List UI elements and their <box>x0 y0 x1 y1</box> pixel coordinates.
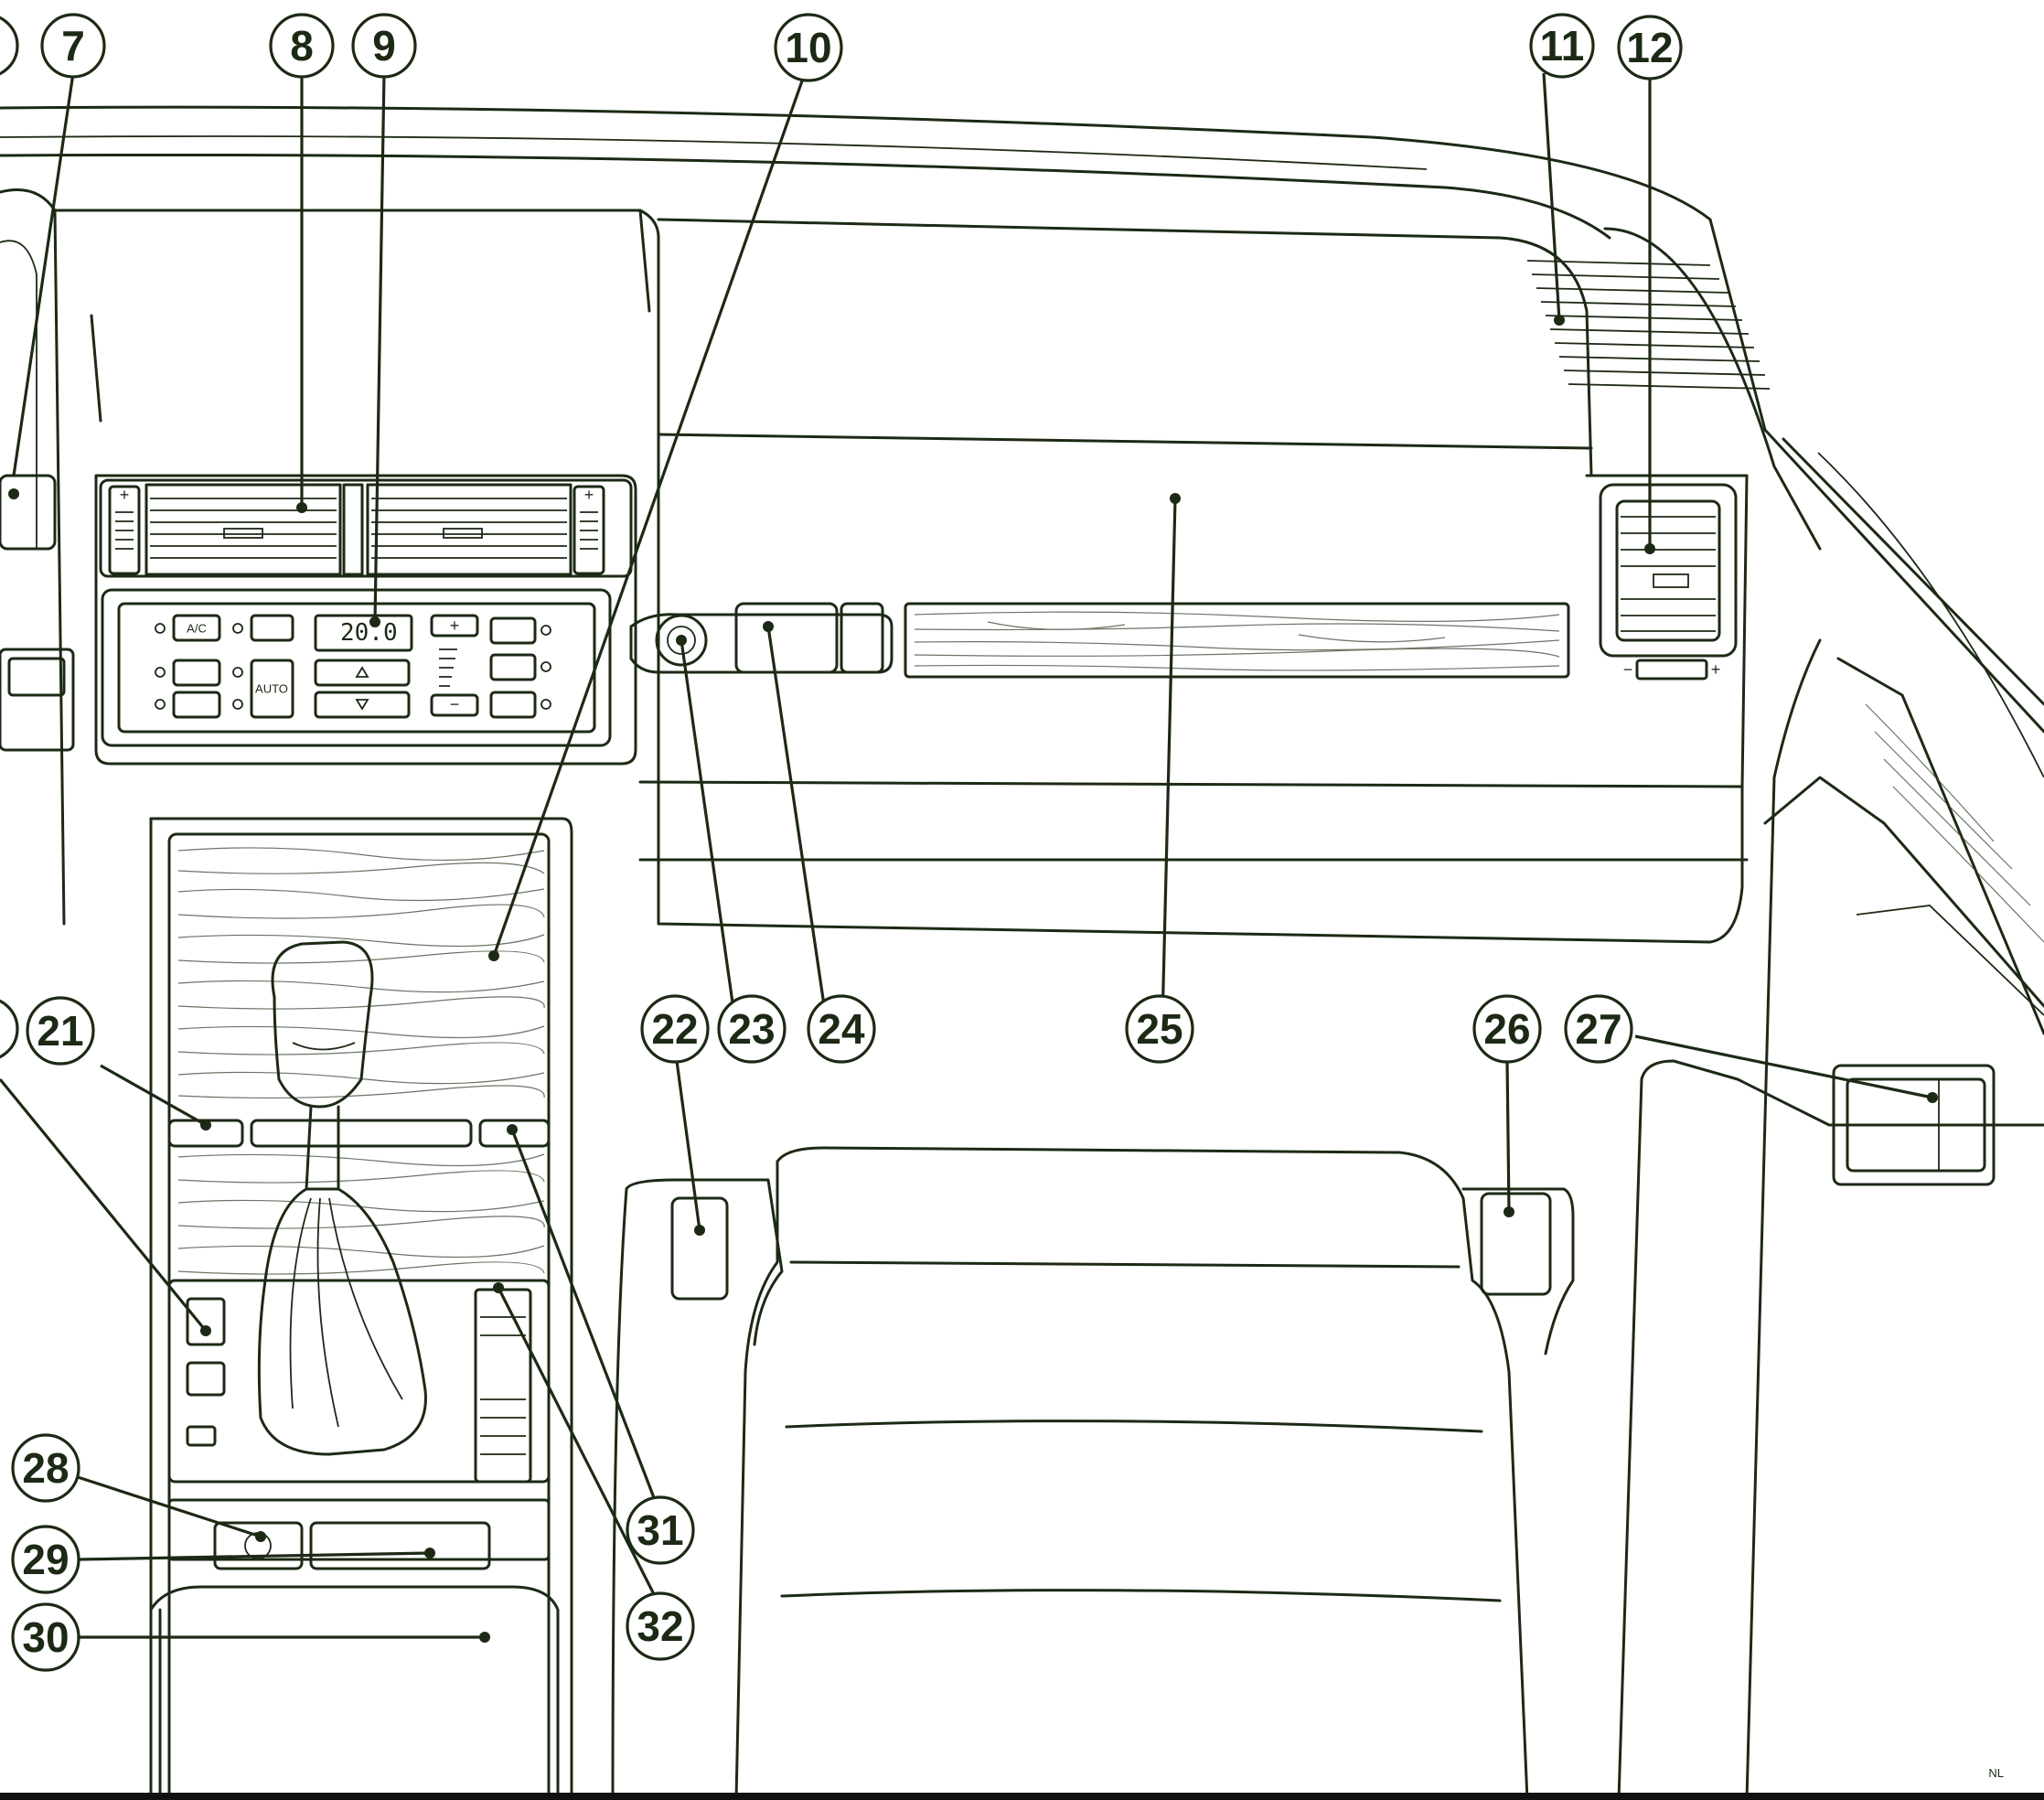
mirror-adjust-switch[interactable] <box>213 1521 304 1570</box>
callout-28: 28 <box>11 1433 80 1503</box>
seat-adjust-right[interactable] <box>1480 1192 1552 1296</box>
vent-left-plus: + <box>120 486 130 504</box>
svg-text:32: 32 <box>637 1602 683 1650</box>
console-switch-center[interactable] <box>250 1119 473 1148</box>
climate-control-panel: A/C AUTO 20.0 + − <box>101 588 612 747</box>
passenger-seat <box>611 1146 1575 1800</box>
svg-text:23: 23 <box>728 1005 775 1053</box>
svg-text:26: 26 <box>1483 1005 1530 1053</box>
air-dist-middle-button[interactable] <box>489 653 537 681</box>
svg-text:27: 27 <box>1575 1005 1621 1053</box>
temperature-readout: 20.0 <box>340 619 398 647</box>
ac-label: A/C <box>187 622 207 636</box>
vent-minus: − <box>1623 660 1633 679</box>
leader-lines <box>0 72 1938 1643</box>
svg-text:11: 11 <box>1540 22 1585 70</box>
svg-text:12: 12 <box>1626 24 1673 71</box>
callout-22: 22 <box>640 994 710 1064</box>
air-dist-upper-button[interactable] <box>489 616 537 645</box>
fan-minus-label: − <box>450 695 460 713</box>
svg-text:28: 28 <box>22 1444 69 1492</box>
vent-right-plus: + <box>584 486 594 504</box>
svg-text:21: 21 <box>37 1007 83 1055</box>
auto-button[interactable] <box>250 659 294 719</box>
callout-25: 25 <box>1125 994 1194 1064</box>
callout-29: 29 <box>11 1525 80 1594</box>
callout-9: 9 <box>351 13 417 79</box>
callout-10: 10 <box>774 13 843 82</box>
vent-plus: + <box>1711 660 1721 679</box>
recirculate-button[interactable] <box>172 659 221 687</box>
temp-down-button[interactable] <box>314 691 411 719</box>
svg-text:30: 30 <box>22 1613 69 1661</box>
fan-minus-button[interactable] <box>430 693 479 717</box>
wood-trim-door <box>1865 703 2044 943</box>
temp-up-button[interactable] <box>314 659 411 687</box>
svg-text:29: 29 <box>22 1536 69 1583</box>
callout-12: 12 <box>1617 15 1683 80</box>
glovebox-release[interactable] <box>734 602 839 674</box>
callout-11: 11 <box>1529 13 1595 79</box>
callout-27: 27 <box>1564 994 1633 1064</box>
console-switch-right[interactable] <box>478 1119 551 1148</box>
svg-text:25: 25 <box>1136 1005 1183 1053</box>
svg-text:24: 24 <box>818 1005 865 1053</box>
callout-31: 31 <box>626 1495 695 1565</box>
callout-8: 8 <box>269 13 335 79</box>
gear-lever <box>257 940 427 1456</box>
defrost-button[interactable] <box>250 614 294 642</box>
center-air-vents: + + <box>94 474 637 766</box>
door-panel <box>1617 638 2044 1800</box>
callout-32: 32 <box>626 1591 695 1661</box>
svg-text:7: 7 <box>61 22 85 70</box>
auto-label: AUTO <box>255 682 288 696</box>
partial-callouts <box>0 16 19 1059</box>
wood-trim-dashboard <box>914 611 1560 671</box>
svg-text:31: 31 <box>637 1506 683 1554</box>
svg-text:10: 10 <box>785 24 831 71</box>
window-control-switch[interactable] <box>1846 1077 1986 1173</box>
svg-text:9: 9 <box>372 22 396 70</box>
callout-26: 26 <box>1472 994 1542 1064</box>
wood-trim-console-upper <box>177 847 545 1275</box>
dashboard-top <box>0 105 2044 778</box>
callout-7: 7 <box>40 13 106 79</box>
fan-plus-button[interactable] <box>430 614 479 638</box>
svg-text:22: 22 <box>651 1005 698 1053</box>
callout-30: 30 <box>11 1602 80 1672</box>
passenger-air-vent: − + <box>1599 483 1738 680</box>
ac-button[interactable] <box>172 614 221 642</box>
callout-23: 23 <box>717 994 787 1064</box>
fresh-air-button[interactable] <box>172 691 221 719</box>
seat-adjust-left[interactable] <box>670 1196 729 1301</box>
air-dist-lower-button[interactable] <box>489 691 537 719</box>
temperature-display <box>314 614 413 652</box>
window-switch-right[interactable] <box>474 1288 532 1484</box>
language-mark: NL <box>1988 1766 2004 1780</box>
window-switch-left[interactable] <box>186 1297 226 1346</box>
page-bottom-edge <box>0 1793 2044 1800</box>
cigar-lighter[interactable] <box>655 614 708 667</box>
fan-plus-label: + <box>450 616 460 635</box>
console-ashtray[interactable] <box>309 1521 491 1570</box>
callout-24: 24 <box>807 994 876 1064</box>
callout-21: 21 <box>26 996 95 1066</box>
svg-text:8: 8 <box>290 22 314 70</box>
